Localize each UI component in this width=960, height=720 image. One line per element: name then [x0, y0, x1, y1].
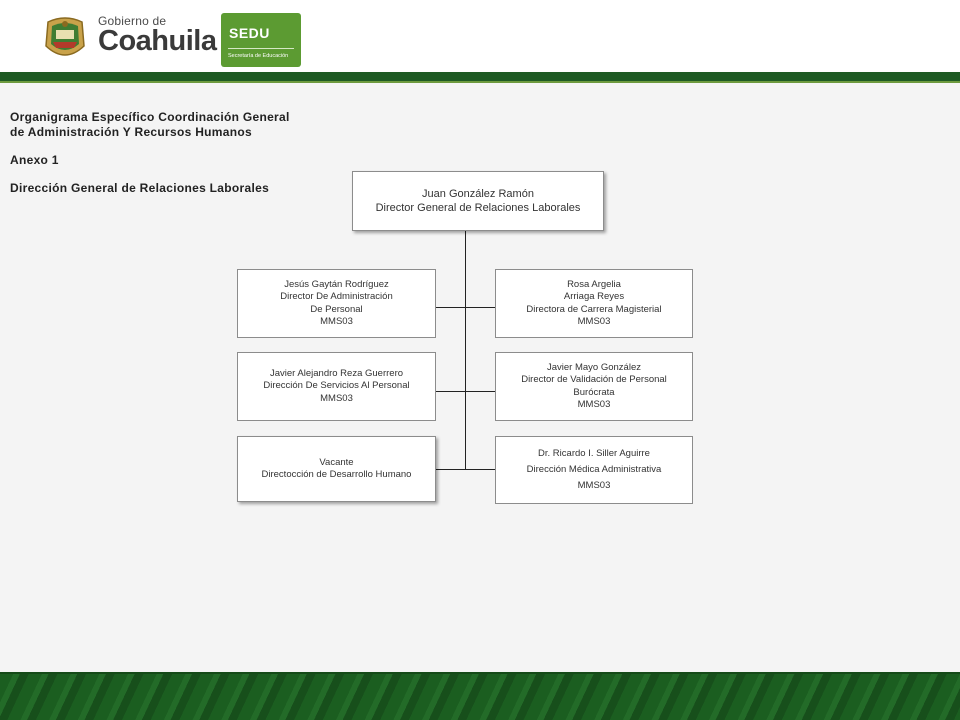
node-line: Burócrata [573, 386, 615, 398]
node-line: Dr. Ricardo I. Siller Aguirre [538, 448, 650, 459]
node-line: Rosa Argelia [567, 278, 621, 290]
node-line: De Personal [310, 303, 363, 315]
org-vertical-connector [465, 231, 466, 470]
sedu-title: SEDU [229, 25, 270, 41]
org-node-right-2: Javier Mayo González Director de Validac… [495, 352, 693, 421]
node-line: Juan González Ramón [422, 188, 534, 200]
title-line-2: de Administración Y Recursos Humanos [10, 125, 252, 139]
org-node-left-2: Javier Alejandro Reza Guerrero Dirección… [237, 352, 436, 421]
gobierno-coahuila-logo: Gobierno de Coahuila [98, 14, 217, 58]
header: Gobierno de Coahuila SEDU Secretaría de … [0, 0, 960, 72]
anexo-label: Anexo 1 [10, 153, 59, 167]
sedu-logo: SEDU Secretaría de Educación [221, 13, 301, 67]
gobierno-de-label: Gobierno de [98, 14, 167, 28]
top-green-band [0, 72, 960, 81]
node-line: Director General de Relaciones Laborales [375, 202, 581, 214]
bottom-green-band [0, 674, 960, 720]
title-block: Organigrama Específico Coordinación Gene… [10, 110, 310, 195]
org-connector-row-2 [436, 391, 496, 392]
node-line: Arriaga Reyes [563, 291, 625, 302]
org-node-left-1: Jesús Gaytán Rodríguez Director De Admin… [237, 269, 436, 338]
coahuila-crest-icon [45, 17, 85, 56]
org-connector-row-1 [436, 307, 496, 308]
node-line: Directocción de Desarrollo Humano [261, 469, 412, 480]
top-band-accent [0, 81, 960, 83]
org-node-director-general: Juan González Ramón Director General de … [352, 171, 604, 231]
sedu-divider [228, 48, 294, 49]
org-connector-row-3 [436, 469, 496, 470]
node-line: MMS03 [320, 392, 353, 404]
node-line: MMS03 [577, 316, 611, 327]
node-line: Jesús Gaytán Rodríguez [284, 278, 389, 290]
node-line: MMS03 [577, 480, 611, 491]
direccion-label: Dirección General de Relaciones Laborale… [10, 181, 270, 195]
org-node-left-3: Vacante Directocción de Desarrollo Human… [237, 436, 436, 502]
node-line: MMS03 [577, 399, 611, 410]
node-line: Vacante [319, 456, 354, 468]
org-node-right-3: Dr. Ricardo I. Siller Aguirre Dirección … [495, 436, 693, 504]
node-line: Director De Administración [280, 291, 393, 302]
node-line: Director de Validación de Personal [521, 374, 667, 385]
node-line: MMS03 [320, 316, 353, 327]
page-title: Organigrama Específico Coordinación Gene… [10, 110, 310, 140]
node-line: Directora de Carrera Magisterial [526, 303, 662, 315]
node-line: Javier Alejandro Reza Guerrero [269, 367, 404, 379]
bottom-band-edge [0, 672, 960, 675]
sedu-subtitle: Secretaría de Educación [228, 53, 289, 59]
coahuila-label: Coahuila [98, 25, 217, 57]
node-line: Javier Mayo González [547, 361, 641, 373]
node-line: Dirección Médica Administrativa [526, 464, 662, 475]
title-line-1: Organigrama Específico Coordinación Gene… [10, 110, 290, 124]
org-node-right-1: Rosa Argelia Arriaga Reyes Directora de … [495, 269, 693, 338]
node-line: Dirección De Servicios Al Personal [263, 380, 410, 392]
